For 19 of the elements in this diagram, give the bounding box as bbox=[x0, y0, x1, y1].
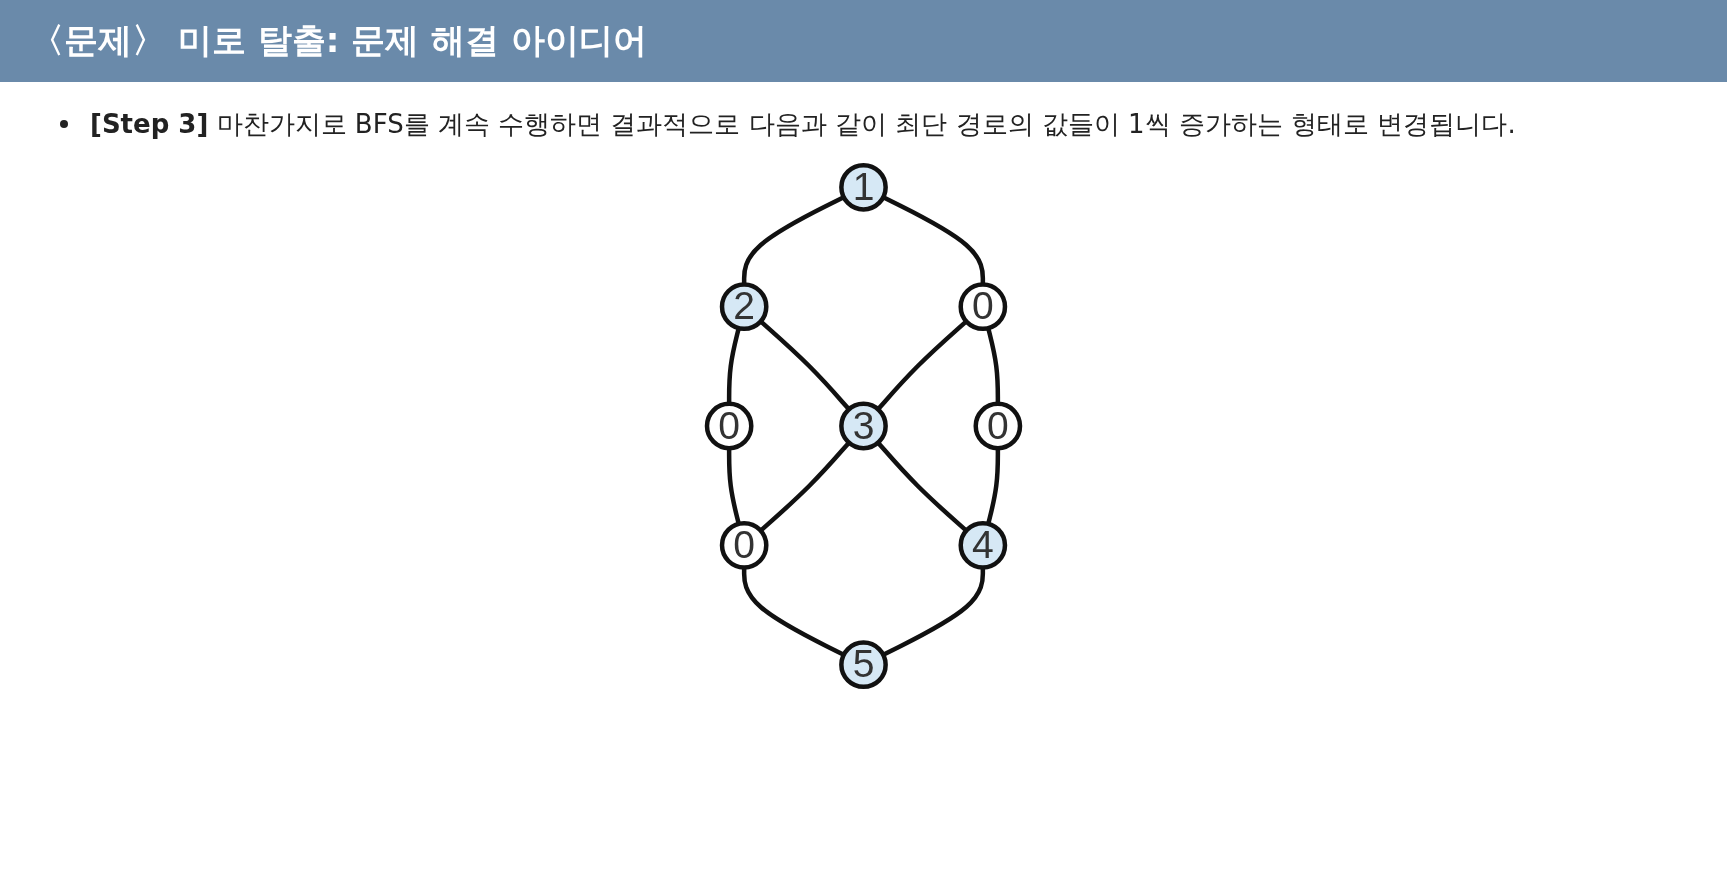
connector bbox=[986, 448, 1001, 525]
slide-title: 〈문제〉 미로 탈출: 문제 해결 아이디어 bbox=[0, 0, 1727, 82]
node-circle: 2 bbox=[719, 282, 769, 332]
connector bbox=[876, 441, 968, 533]
connector bbox=[741, 195, 845, 285]
connector bbox=[882, 195, 986, 285]
connector bbox=[876, 319, 968, 411]
node-circle: 1 bbox=[839, 163, 888, 212]
node-circle: 0 bbox=[958, 282, 1008, 332]
node-circle: 0 bbox=[704, 401, 754, 451]
node-circle: 4 bbox=[958, 521, 1008, 570]
node-circle: 0 bbox=[973, 401, 1023, 451]
node-circle: 0 bbox=[719, 521, 769, 570]
node-circle: 5 bbox=[839, 640, 888, 690]
connector bbox=[726, 448, 741, 525]
connector bbox=[759, 441, 851, 533]
bullet-text: [Step 3] 마찬가지로 BFS를 계속 수행하면 결과적으로 다음과 같이 최단 경로의 값들이 1씩 증가하는 형태로 변경됩니다. bbox=[90, 108, 1516, 141]
connector bbox=[759, 319, 851, 411]
node-circle: 3 bbox=[839, 401, 888, 451]
